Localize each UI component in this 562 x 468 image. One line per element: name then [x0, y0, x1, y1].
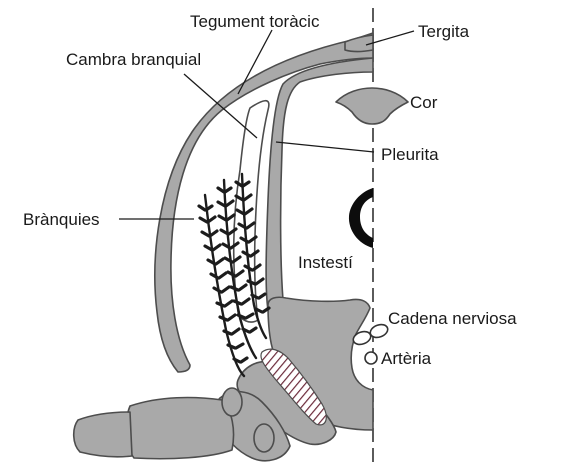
label-cor: Cor [410, 93, 438, 112]
label-arteria: Artèria [381, 349, 432, 368]
tergite-shape [345, 35, 373, 52]
label-branquies: Brànquies [23, 210, 100, 229]
intestine-shape [349, 188, 373, 248]
heart-shape [336, 88, 408, 124]
gills [199, 174, 269, 376]
label-intesti: Instestí [298, 253, 353, 272]
leg-joint-2 [254, 424, 274, 452]
leg-joint-1 [222, 388, 242, 416]
artery-shape [365, 352, 377, 364]
label-tergita: Tergita [418, 22, 470, 41]
leg-segment-3 [74, 412, 132, 457]
nerve-cord-right [368, 322, 389, 339]
leg-segment-2 [127, 398, 234, 459]
leader-pleurita [276, 142, 374, 152]
label-cambra-branquial: Cambra branquial [66, 50, 201, 69]
label-tegument-toracic: Tegument toràcic [190, 12, 320, 31]
label-pleurita: Pleurita [381, 145, 439, 164]
label-cadena-nerviosa: Cadena nerviosa [388, 309, 517, 328]
